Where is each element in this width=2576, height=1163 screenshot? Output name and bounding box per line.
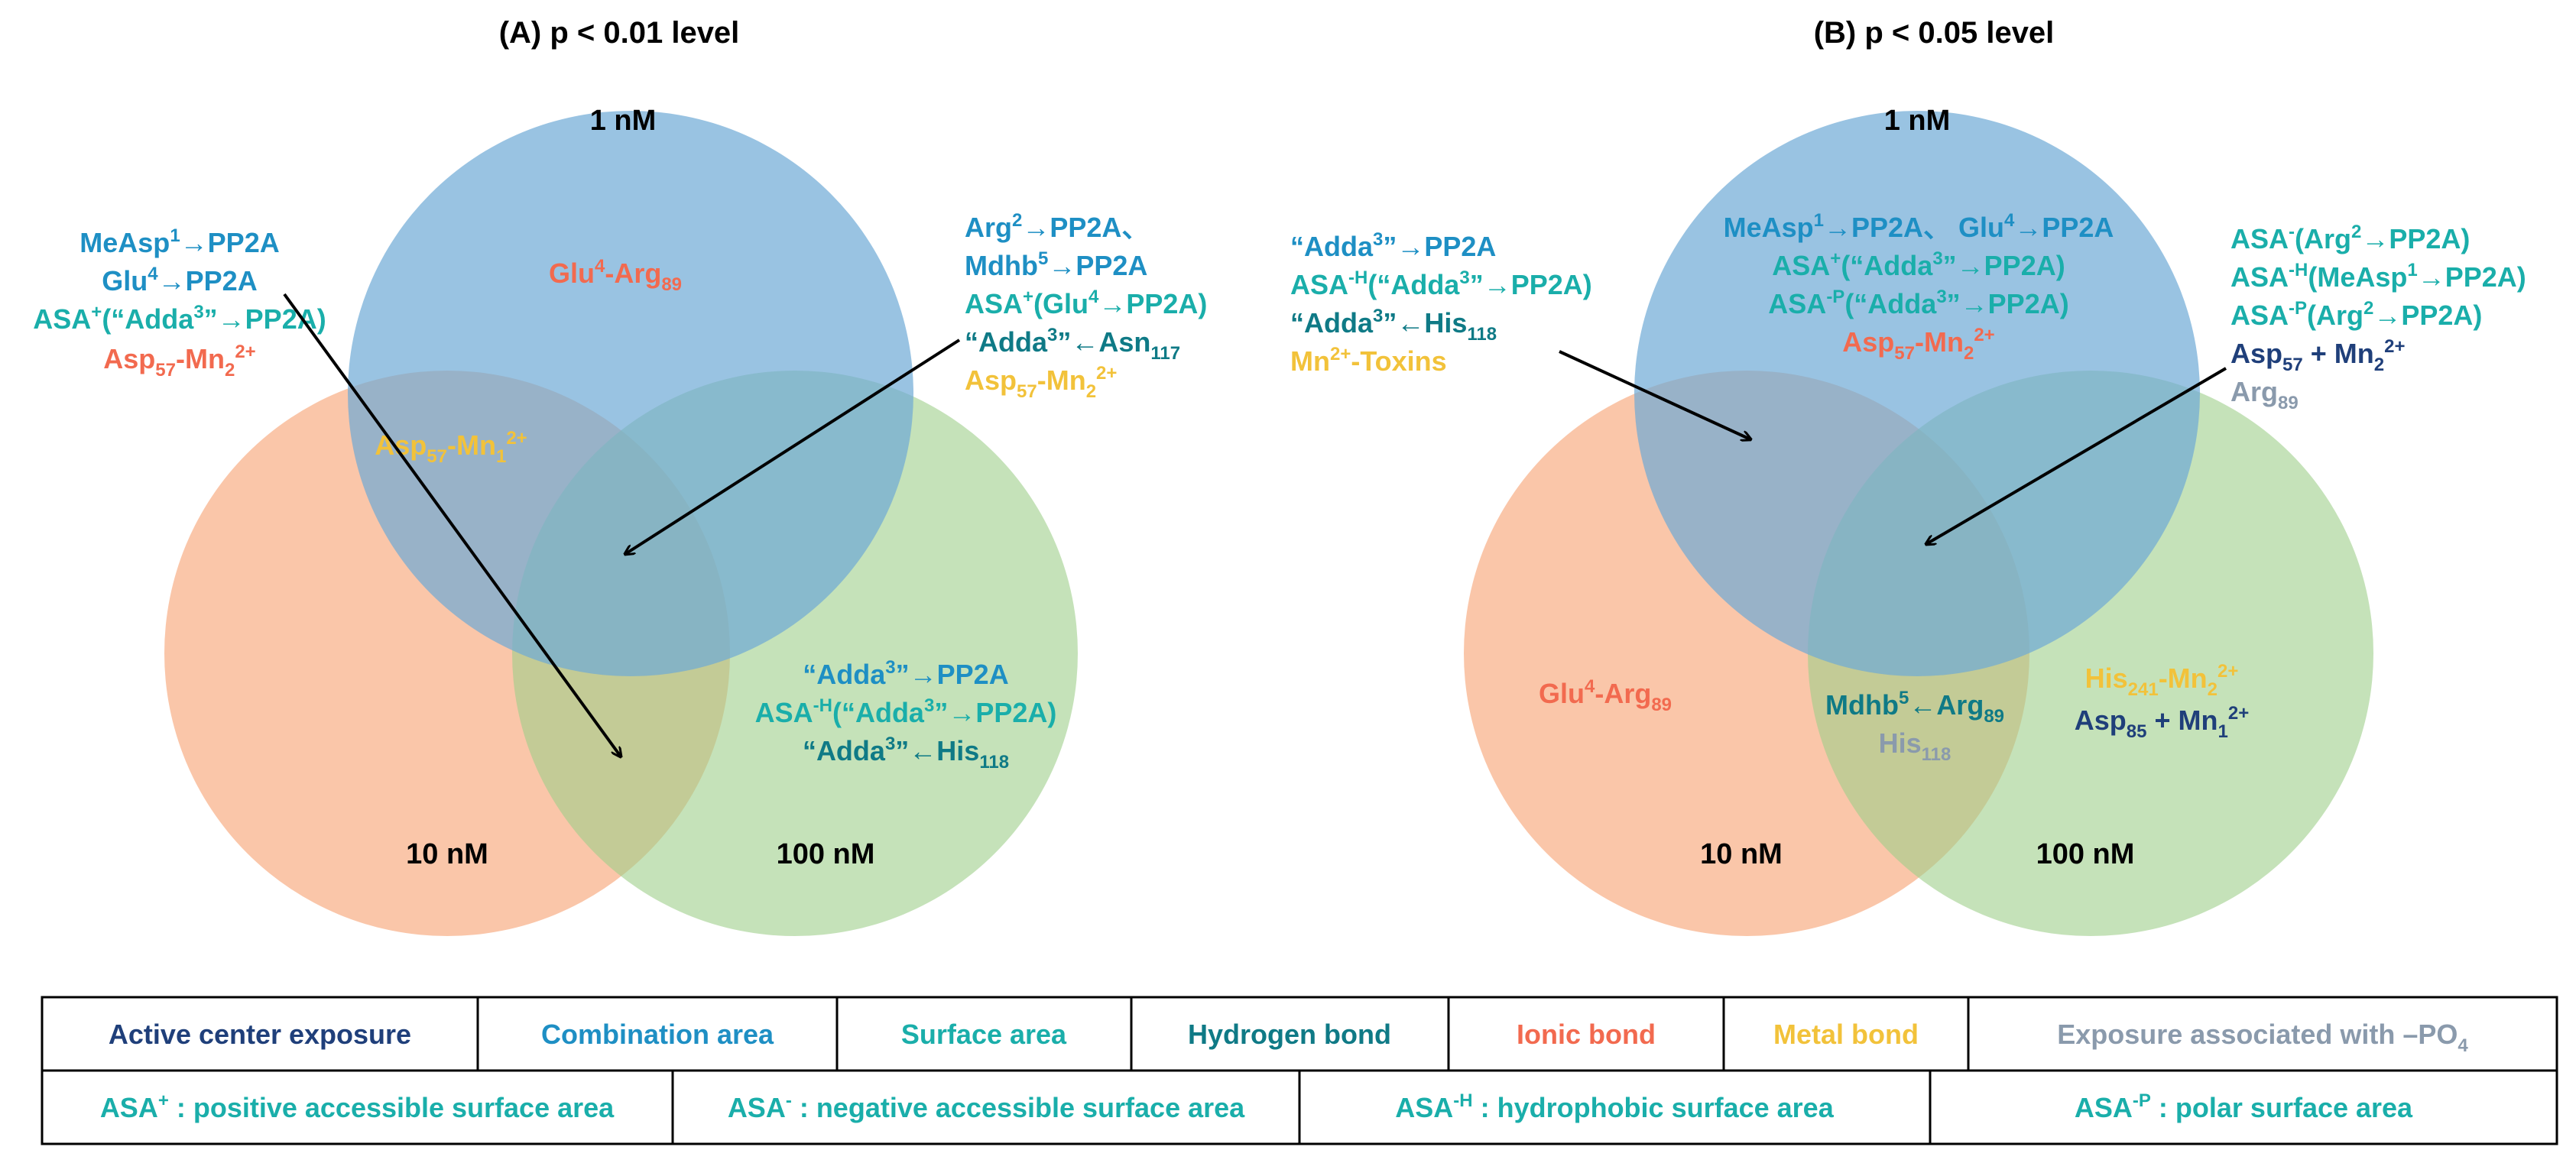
b-only1-annotations: MeAsp1→PP2A、 Glu4→PP2A ASA+(“Adda3”→PP2A… [1724,210,2114,364]
b-overlap-10-100: Mdhb5←Arg89 His118 [1825,688,2004,765]
a-ov-line3: “Adda3”←His118 [803,734,1009,773]
legend-asa-plus: ASA+ : positive accessible surface area [100,1090,615,1123]
label-100nm-b: 100 nM [2036,838,2135,870]
a-left-line4: Asp57-Mn22+ [103,342,255,381]
legend-hydrogen-bond: Hydrogen bond [1188,1019,1391,1050]
b-only100-line2: Asp85 + Mn12+ [2075,703,2249,742]
b-only10-glu-arg: Glu4-Arg89 [1539,676,1672,715]
b-right-line1: ASA-(Arg2→PP2A) [2230,222,2470,254]
label-10nm-a: 10 nM [406,838,488,870]
b-only100-line1: His241-Mn22+ [2085,661,2239,700]
b-left-line3: “Adda3”←His118 [1290,306,1497,345]
b-right-line5: Arg89 [2230,376,2299,413]
a-ov-line2: ASA-H(“Adda3”→PP2A) [755,695,1057,728]
a-right-line1: Arg2→PP2A、 [965,210,1149,243]
a-ov-line1: “Adda3”→PP2A [803,657,1008,690]
b-only100-annotations: His241-Mn22+ Asp85 + Mn12+ [2075,661,2249,742]
panel-b-title: (B) p < 0.05 level [1814,16,2055,50]
a-overlap-10-100: “Adda3”→PP2A ASA-H(“Adda3”→PP2A) “Adda3”… [755,657,1057,773]
legend-asa-p: ASA-P : polar surface area [2075,1090,2413,1123]
b-left-line4: Mn2+-Toxins [1290,344,1447,377]
a-left-line2: Glu4→PP2A [102,264,257,296]
legend-asa-h: ASA-H : hydrophobic surface area [1395,1090,1834,1123]
legend-table: Active center exposure Combination area … [41,996,2558,1145]
label-1nm-b: 1 nM [1884,105,1951,137]
a-only1-glu-arg: Glu4-Arg89 [549,256,682,295]
b-only1-line2: ASA+(“Adda3”→PP2A) [1772,248,2065,281]
a-overlap-1-10: Asp57-Mn12+ [375,428,527,467]
b-right-line4: Asp57 + Mn22+ [2230,336,2405,375]
b-right-line3: ASA-P(Arg2→PP2A) [2230,298,2482,331]
a-right-annotations: Arg2→PP2A、 Mdhb5→PP2A ASA+(Glu4→PP2A) “A… [965,210,1207,402]
label-100nm-a: 100 nM [777,838,875,870]
label-1nm-a: 1 nM [590,105,657,137]
b-right-line2: ASA-H(MeAsp1→PP2A) [2230,260,2526,293]
a-arrow-left [283,293,621,756]
b-only1-line3: ASA-P(“Adda3”→PP2A) [1768,287,2068,319]
label-10nm-b: 10 nM [1700,838,1783,870]
a-left-line3: ASA+(“Adda3”→PP2A) [33,302,326,335]
circle-1nm-b [1634,111,2200,676]
a-left-annotations: MeAsp1→PP2A Glu4→PP2A ASA+(“Adda3”→PP2A)… [33,225,326,381]
legend-surface-area: Surface area [901,1019,1067,1050]
b-only1-line1: MeAsp1→PP2A、 Glu4→PP2A [1724,210,2114,243]
b-right-annotations: ASA-(Arg2→PP2A) ASA-H(MeAsp1→PP2A) ASA-P… [2230,222,2526,413]
panel-a: (A) p < 0.01 level 1 nM 10 nM 100 nM Glu… [33,16,1207,936]
panel-a-title: (A) p < 0.01 level [499,16,740,50]
a-left-line1: MeAsp1→PP2A [79,225,279,258]
legend-asa-minus: ASA- : negative accessible surface area [728,1090,1245,1123]
panel-b: (B) p < 0.05 level 1 nM 10 nM 100 nM “Ad… [1290,16,2526,936]
b-ov-line1: Mdhb5←Arg89 [1825,688,2004,727]
a-arrow-right [625,339,961,554]
a-right-line3: ASA+(Glu4→PP2A) [965,287,1207,319]
b-arrow-right [1926,367,2227,544]
b-left-line2: ASA-H(“Adda3”→PP2A) [1290,267,1592,300]
b-left-line1: “Adda3”→PP2A [1290,229,1496,262]
a-right-line4: “Adda3”←Asn117 [965,325,1180,364]
legend-ionic-bond: Ionic bond [1517,1019,1656,1050]
b-arrow-left [1559,350,1750,439]
b-ov-line2: His118 [1879,727,1951,765]
legend-metal-bond: Metal bond [1773,1019,1919,1050]
circle-1nm-a [348,111,913,676]
legend-phosphate-exposure: Exposure associated with –PO4 [2057,1019,2468,1056]
b-only1-line4: Asp57-Mn22+ [1842,325,1994,364]
legend-combination-area: Combination area [541,1019,774,1050]
legend-active-center: Active center exposure [109,1019,411,1050]
a-right-line5: Asp57-Mn22+ [965,363,1117,402]
a-right-line2: Mdhb5→PP2A [965,248,1147,281]
b-left-annotations: “Adda3”→PP2A ASA-H(“Adda3”→PP2A) “Adda3”… [1290,229,1592,377]
